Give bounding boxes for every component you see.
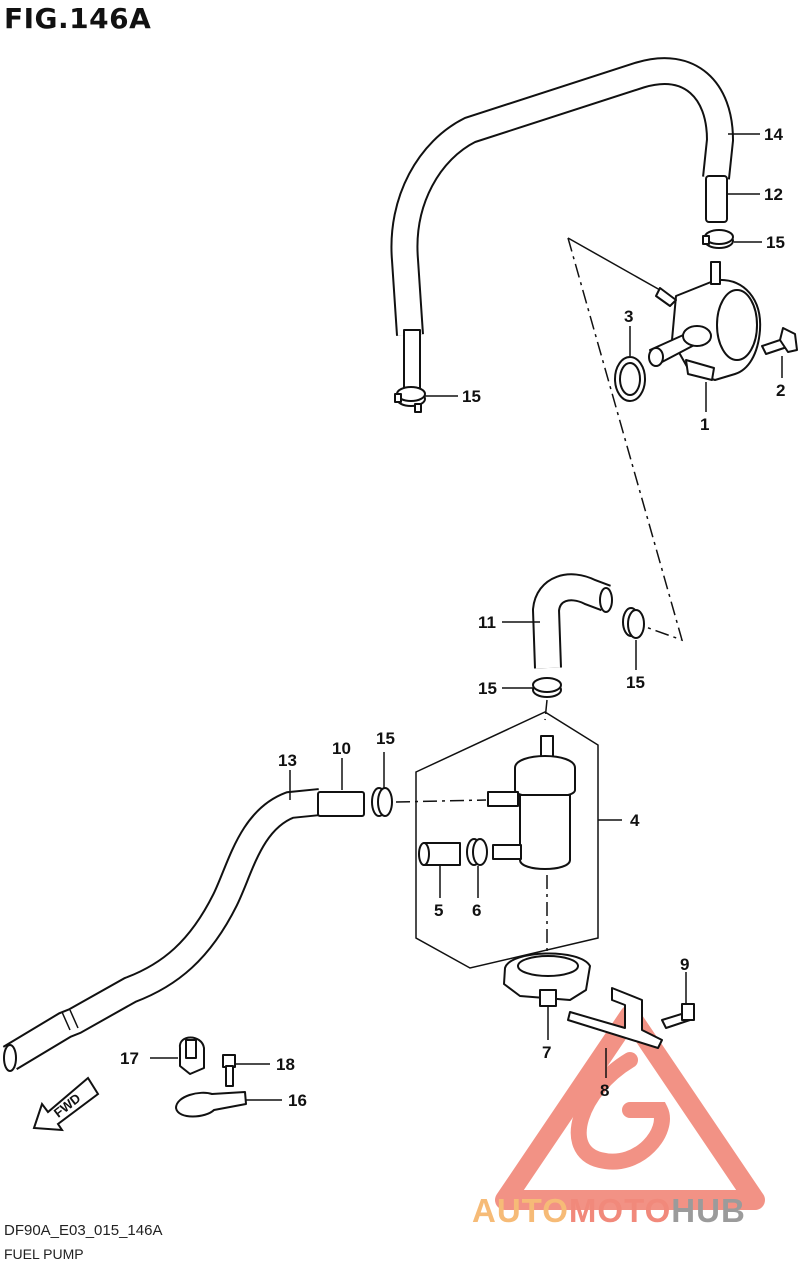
clamp-6 xyxy=(466,838,488,866)
callout-10: 10 xyxy=(332,739,351,758)
callout-6: 6 xyxy=(472,901,481,920)
callout-13: 13 xyxy=(278,751,297,770)
callout-17: 17 xyxy=(120,1049,139,1068)
hose-clamp-15-elbow-bottom xyxy=(532,677,562,698)
hose-clamp-15-top xyxy=(702,229,734,249)
callout-2: 2 xyxy=(776,381,785,400)
elbow-hose-11 xyxy=(531,573,613,669)
filter-holder-7 xyxy=(503,952,591,1007)
callout-15-top: 15 xyxy=(766,233,785,252)
callout-9: 9 xyxy=(680,955,689,974)
fuel-pump-1 xyxy=(648,261,762,381)
reference-line-dashed xyxy=(567,237,684,642)
callout-1: 1 xyxy=(700,415,709,434)
leader-lines xyxy=(150,133,783,1101)
fwd-arrow: FWD xyxy=(32,1076,100,1132)
fuel-hose-12 xyxy=(705,175,728,223)
callout-3: 3 xyxy=(624,307,633,326)
callout-15-elbow: 15 xyxy=(626,673,645,692)
callout-15-mid: 15 xyxy=(478,679,497,698)
callout-8: 8 xyxy=(600,1081,609,1100)
filter-assembly-outline xyxy=(415,711,599,969)
fuel-hose-10 xyxy=(317,791,365,817)
callout-7: 7 xyxy=(542,1043,551,1062)
hose-5 xyxy=(418,842,461,866)
callout-15-filter: 15 xyxy=(376,729,395,748)
callout-14: 14 xyxy=(764,125,783,144)
hose-clamp-15-left xyxy=(394,386,426,413)
bolt-9 xyxy=(661,1003,695,1029)
fuel-filter-4 xyxy=(487,735,576,870)
figure-code: DF90A_E03_015_146A xyxy=(4,1222,163,1239)
watermark-logo: AUTOMOTOHUB xyxy=(472,1005,765,1229)
callout-18: 18 xyxy=(276,1055,295,1074)
callout-5: 5 xyxy=(434,901,443,920)
bolt-2 xyxy=(761,327,798,355)
callout-4: 4 xyxy=(630,811,640,830)
callout-15-left: 15 xyxy=(462,387,481,406)
callout-12: 12 xyxy=(764,185,783,204)
hose-clamp-15-filter xyxy=(371,787,393,817)
callout-16: 16 xyxy=(288,1091,307,1110)
clamp-17 xyxy=(178,1036,205,1075)
clamp-16 xyxy=(175,1091,247,1118)
bolt-18 xyxy=(222,1054,236,1087)
fuel-hose-14 xyxy=(390,57,735,389)
fuel-hose-13 xyxy=(2,788,322,1072)
hose-clamp-15-elbow-right xyxy=(622,607,645,639)
figure-name: FUEL PUMP xyxy=(4,1246,84,1262)
callout-11: 11 xyxy=(478,613,496,632)
reference-line-upper xyxy=(567,237,661,291)
watermark-text: AUTOMOTOHUB xyxy=(472,1192,746,1229)
bracket-8 xyxy=(567,987,663,1049)
figure-title: FIG.146A xyxy=(4,2,152,35)
